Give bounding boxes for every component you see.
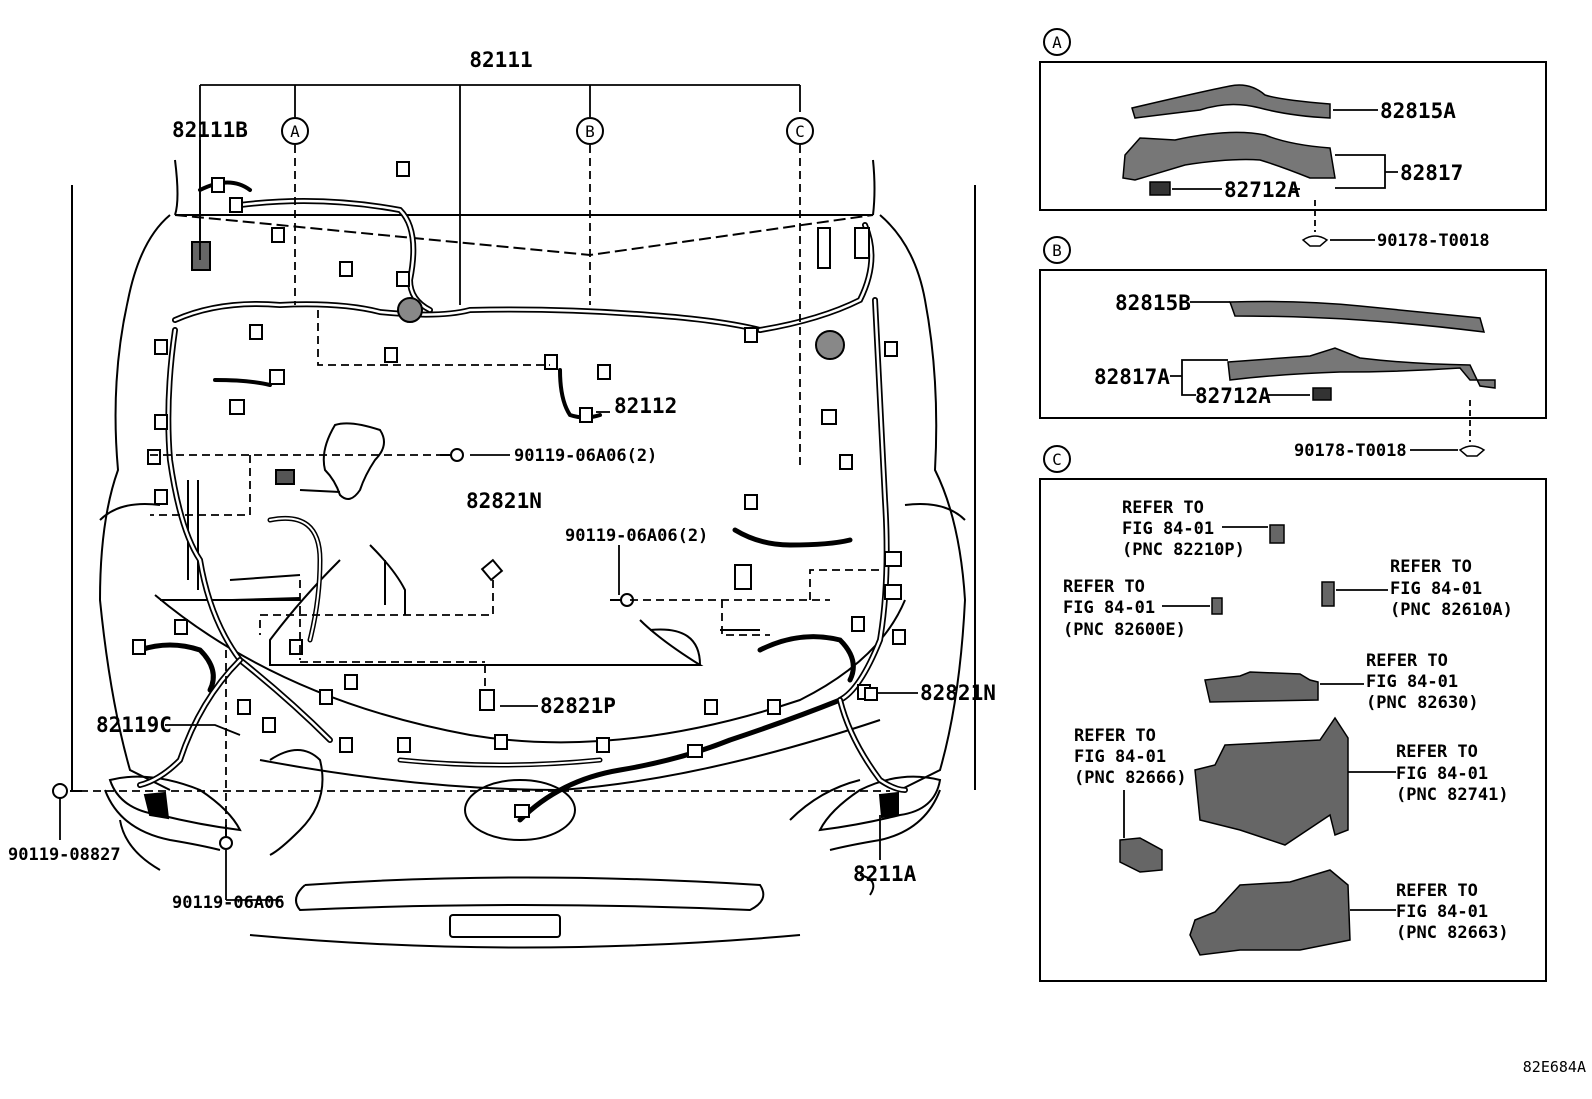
label-8211a: 8211A <box>853 862 917 886</box>
panel-a-parts <box>1122 84 1336 247</box>
bolt-icon <box>440 448 464 462</box>
label-82111: 82111 <box>469 48 532 72</box>
label-bolt-mid: 90119-06A06(2) <box>565 526 708 546</box>
label-82119c: 82119C <box>96 713 172 737</box>
panel-a-82712a: 82712A <box>1224 178 1300 202</box>
connectors <box>132 161 906 820</box>
callout-b-label: B <box>585 122 595 141</box>
svg-text:REFER TO: REFER TO <box>1396 742 1478 762</box>
ref-82210p: REFER TO FIG 84-01 (PNC 82210P) <box>1122 498 1245 560</box>
svg-text:REFER TO: REFER TO <box>1366 651 1448 671</box>
label-82821n-right: 82821N <box>920 681 996 705</box>
callout-circles <box>281 117 814 145</box>
svg-text:REFER TO: REFER TO <box>1063 577 1145 597</box>
panel-a-fastener: 90178-T0018 <box>1377 231 1490 251</box>
panel-c-parts <box>1119 524 1351 956</box>
panel-b-fastener: 90178-T0018 <box>1294 441 1407 461</box>
panel-b-82815b: 82815B <box>1115 291 1191 315</box>
svg-text:(PNC 82210P): (PNC 82210P) <box>1122 540 1245 560</box>
svg-text:FIG 84-01: FIG 84-01 <box>1366 672 1458 692</box>
callout-a-circle <box>281 117 309 145</box>
wiring-harness <box>137 180 908 823</box>
svg-text:FIG 84-01: FIG 84-01 <box>1074 747 1166 767</box>
label-82111b: 82111B <box>172 118 248 142</box>
panel-b-82817a: 82817A <box>1094 365 1170 389</box>
panel-c-tag: C <box>1052 450 1062 469</box>
svg-text:FIG 84-01: FIG 84-01 <box>1396 764 1488 784</box>
svg-text:(PNC 82666): (PNC 82666) <box>1074 768 1187 788</box>
label-bolt-bottom: 90119-06A06 <box>172 893 285 913</box>
ref-82663: REFER TO FIG 84-01 (PNC 82663) <box>1396 881 1509 943</box>
callout-c-label: C <box>795 122 805 141</box>
svg-text:(PNC 82600E): (PNC 82600E) <box>1063 620 1186 640</box>
svg-text:FIG 84-01: FIG 84-01 <box>1390 579 1482 599</box>
panel-a-82817: 82817 <box>1400 161 1463 185</box>
panel-b-tag-circle <box>1043 236 1071 264</box>
svg-text:REFER TO: REFER TO <box>1122 498 1204 518</box>
svg-text:FIG 84-01: FIG 84-01 <box>1396 902 1488 922</box>
label-82821p: 82821P <box>540 694 616 718</box>
label-bolt-upper: 90119-06A06(2) <box>514 446 657 466</box>
panel-b-leaders <box>1170 301 1471 451</box>
panel-b-parts <box>1227 300 1496 457</box>
label-82112: 82112 <box>614 394 677 418</box>
panel-a-frame <box>1039 61 1547 211</box>
bolt-icon <box>219 825 233 850</box>
svg-text:(PNC 82663): (PNC 82663) <box>1396 923 1509 943</box>
callout-b-circle <box>576 117 604 145</box>
ref-82630: REFER TO FIG 84-01 (PNC 82630) <box>1366 651 1479 713</box>
bolt-icon <box>52 783 82 799</box>
panel-b-frame <box>1039 269 1547 419</box>
panel-a-tag: A <box>1052 33 1062 52</box>
ref-82666: REFER TO FIG 84-01 (PNC 82666) <box>1074 726 1187 788</box>
svg-text:(PNC 82610A): (PNC 82610A) <box>1390 600 1513 620</box>
panel-b-82712a: 82712A <box>1195 384 1271 408</box>
panel-c-frame <box>1039 478 1547 982</box>
ref-82600e: REFER TO FIG 84-01 (PNC 82600E) <box>1063 577 1186 640</box>
ref-82610a: REFER TO FIG 84-01 (PNC 82610A) <box>1390 557 1513 620</box>
panel-a-leaders <box>1172 109 1398 241</box>
leader-lines <box>59 84 918 901</box>
label-82821n-center: 82821N <box>466 489 542 513</box>
callout-c-circle <box>786 117 814 145</box>
engine-bay-illustration <box>71 159 976 949</box>
callout-a-label: A <box>290 122 300 141</box>
ref-82741: REFER TO FIG 84-01 (PNC 82741) <box>1396 742 1509 805</box>
svg-text:FIG 84-01: FIG 84-01 <box>1063 598 1155 618</box>
label-bolt-left: 90119-08827 <box>8 845 121 865</box>
panel-c-leaders <box>1123 526 1396 911</box>
svg-text:REFER TO: REFER TO <box>1074 726 1156 746</box>
bolt-icon <box>610 593 634 607</box>
svg-text:(PNC 82741): (PNC 82741) <box>1396 785 1509 805</box>
panel-c-tag-circle <box>1043 445 1071 473</box>
svg-text:REFER TO: REFER TO <box>1390 557 1472 577</box>
svg-text:(PNC 82630): (PNC 82630) <box>1366 693 1479 713</box>
panel-a-82815a: 82815A <box>1380 99 1456 123</box>
panel-a-tag-circle <box>1043 28 1071 56</box>
svg-text:REFER TO: REFER TO <box>1396 881 1478 901</box>
panel-b-tag: B <box>1052 241 1062 260</box>
figure-id: 82E684A <box>1523 1058 1586 1076</box>
svg-text:FIG 84-01: FIG 84-01 <box>1122 519 1214 539</box>
